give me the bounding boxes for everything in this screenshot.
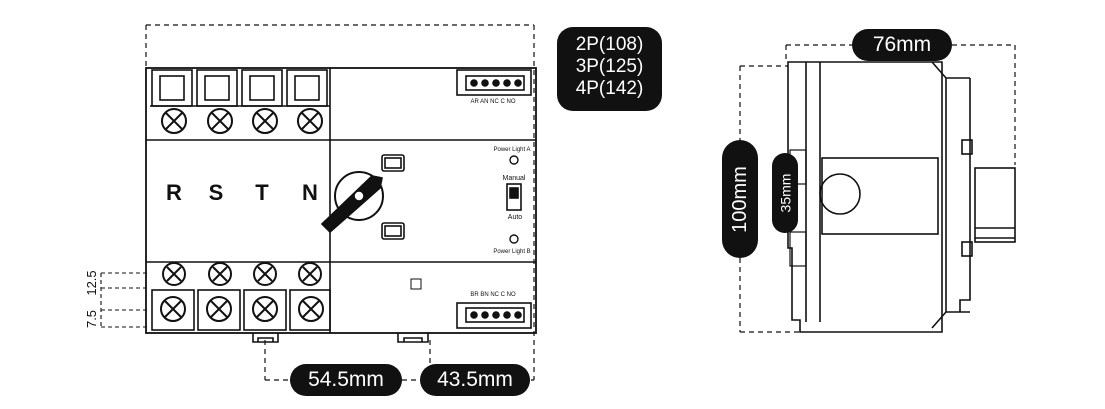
aux-top-label: AR AN NC C NO [470,99,515,105]
switch-handle [320,154,405,240]
dim-12-5-label: 12.5 [84,270,99,295]
indicators [410,155,522,290]
dim-43-5-badge: 43.5mm [420,364,530,396]
small-dim-lines [100,272,150,328]
bottom-screws [151,262,331,331]
din-clips [252,333,429,343]
dim-35-badge: 35mm [772,153,798,233]
top-terminals [150,69,330,107]
aux-bottom-label: BR BN NC C NO [470,292,516,298]
aux-terminal-top [456,69,532,96]
pole-width-badge: 2P(108) 3P(125) 4P(142) [557,27,662,111]
phase-label-t: T [255,180,269,205]
pole-width-4p: 4P(142) [575,78,644,99]
dim-7-5-label: 7.5 [84,310,99,328]
auto-label: Auto [508,214,523,221]
power-light-a-label: Power Light A [493,147,530,153]
dim-54-5-badge: 54.5mm [290,364,402,396]
phase-label-n: N [302,180,318,205]
manual-label: Manual [503,175,526,182]
front-body [145,67,537,334]
top-screws [161,108,323,134]
pole-width-2p: 2P(108) [575,34,644,55]
dim-76-badge: 76mm [852,29,952,61]
side-outline-dashes [739,44,1016,333]
power-light-b-label: Power Light B [493,249,530,255]
phase-label-s: S [209,180,224,205]
phase-label-r: R [166,180,182,205]
dim-100-badge: 100mm [722,140,758,258]
aux-terminal-bottom [456,302,532,329]
pole-width-3p: 3P(125) [575,56,644,77]
dim-35-text: 35mm [777,173,793,213]
front-outline-dashes [145,24,535,381]
side-body [787,61,1016,333]
dim-100-text: 100mm [728,165,751,233]
